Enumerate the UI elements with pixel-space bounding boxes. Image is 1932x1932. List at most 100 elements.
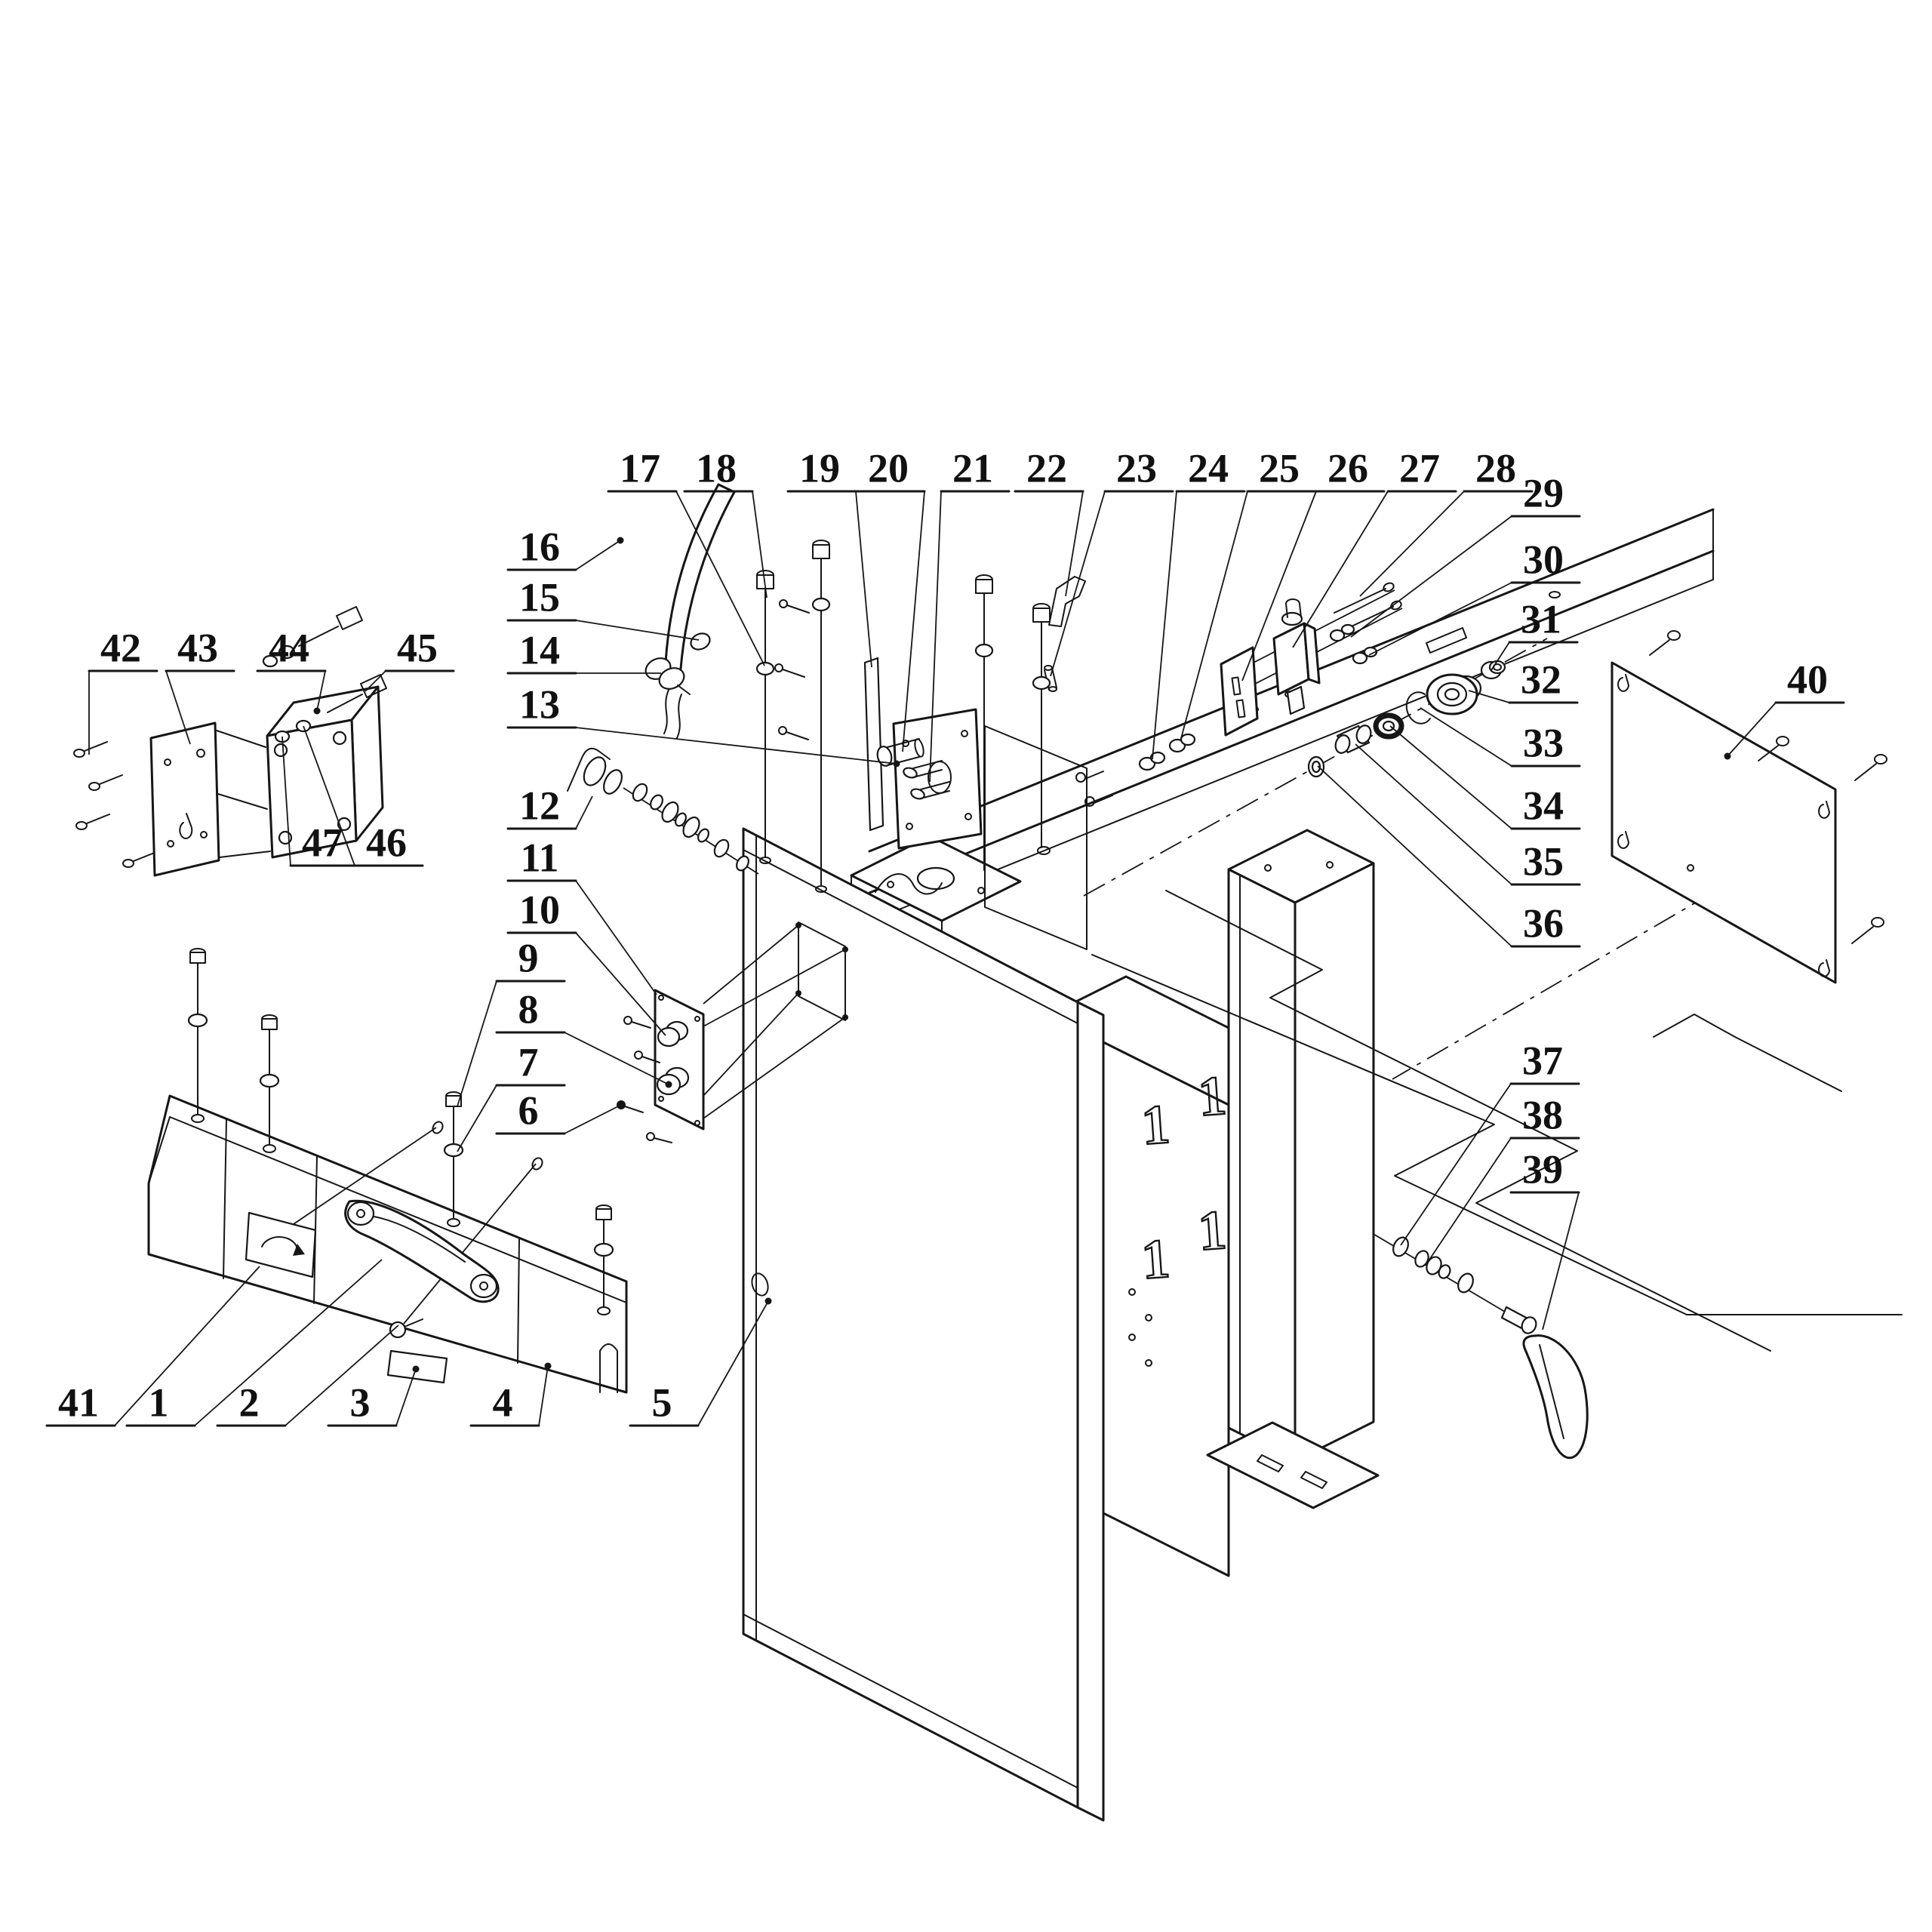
bushing-35 [1334,724,1372,754]
callout-leader [575,540,621,571]
callout-number: 10 [519,887,560,932]
callout-leader [1727,702,1777,757]
callout-24: 24 [1152,445,1246,760]
right-column [1206,829,1380,1509]
washers-29-30 [1329,623,1378,665]
callout-10: 10 [506,887,666,1036]
door-hole [751,1272,769,1297]
callout-32: 32 [1468,657,1579,704]
washer-37 [1392,1236,1409,1257]
callout-leader [1491,641,1510,671]
snap-ring-33 [1405,691,1431,724]
callout-46: 46 [303,725,424,867]
top-fasteners [755,540,1086,893]
callout-leader [675,491,765,666]
clamp-knob-and-rings [567,747,759,875]
callout-28: 28 [1359,445,1534,597]
callout-40: 40 [1724,657,1845,760]
callout-leader [575,620,700,641]
mounting-screws-42 [73,741,157,868]
callout-number: 36 [1523,900,1564,946]
callout-leader [1468,690,1510,703]
callout-leader [1065,491,1084,597]
cutout-glyph: 1 [1196,1065,1229,1128]
callout-leader [575,727,897,764]
callout-22: 22 [1014,445,1084,597]
callout-27: 27 [1292,445,1457,648]
callout-36: 36 [1317,765,1581,948]
callout-leader [285,1324,399,1426]
callout-13: 13 [506,681,900,768]
callout-3: 3 [327,1365,420,1427]
rear-panel-40 [1611,630,1887,984]
rail-slot [1426,627,1467,654]
callout-45: 45 [365,625,455,692]
callout-leader [564,1032,669,1085]
switch-plate [654,989,705,1131]
callout-leader [1292,491,1389,648]
callout-47: 47 [281,736,360,867]
callout-number: 35 [1523,838,1564,884]
callout-leader [902,491,925,752]
callout-leader [1152,491,1177,760]
callout-leader [564,1104,622,1134]
shaft-parts [1307,660,1506,778]
callout-number: 34 [1523,783,1564,828]
callout-leader [575,795,593,829]
panel-axis [1392,826,1827,1080]
callout-number: 14 [519,627,560,672]
callout-14: 14 [506,627,661,675]
callout-number: 44 [269,625,309,670]
callout-number: 16 [519,524,560,569]
callout-4: 4 [469,1362,552,1427]
callout-7: 7 [457,1039,566,1152]
callout-number: 21 [952,445,993,491]
electrical-box-assembly [73,606,387,877]
callout-30: 30 [1368,537,1581,656]
plate13-screws [774,599,810,740]
callout-number: 41 [58,1380,99,1425]
callout-target-dot [665,1081,672,1088]
callout-15: 15 [506,574,700,641]
callout-number: 26 [1327,445,1368,491]
callout-number: 25 [1259,445,1300,491]
callout-number: 29 [1523,470,1564,515]
callout-leader [457,980,497,1107]
callout-number: 15 [519,574,560,620]
callout-number: 33 [1523,720,1564,765]
backing-sheet [984,725,1088,950]
callout-number: 19 [799,445,840,491]
terminal-box-44 [266,685,384,859]
bolt-second [811,540,831,893]
callout-number: 37 [1522,1038,1563,1083]
gland-locknut [690,632,711,651]
nuts-washers-24-25 [1075,733,1196,807]
callout-leader [1368,582,1512,656]
callout-leader [316,670,326,712]
cutout-glyph: 1 [1140,1094,1172,1157]
callout-leader [457,1084,497,1152]
cable-squiggle [875,873,943,895]
door-handle [267,1127,537,1324]
callout-target-dot [544,1362,552,1370]
callout-number: 3 [350,1380,371,1425]
bolt-21b [1032,603,1051,848]
callout-leader [395,1368,417,1426]
callout-number: 13 [519,681,560,727]
callout-leader [855,491,872,668]
dowel-pins [903,760,950,800]
callout-leader [538,1365,549,1426]
switch-plate-assembly [617,922,848,1143]
callout-leader [575,932,666,1036]
callout-leader [1050,491,1106,677]
callout-number: 43 [177,625,218,670]
callout-1: 1 [125,1259,383,1427]
bent-clip [1048,576,1086,627]
callout-number: 8 [518,986,539,1032]
column-foot [1206,1421,1380,1509]
callout-number: 4 [493,1380,513,1425]
callout-leader [1389,725,1512,829]
callout-leader [929,491,942,783]
